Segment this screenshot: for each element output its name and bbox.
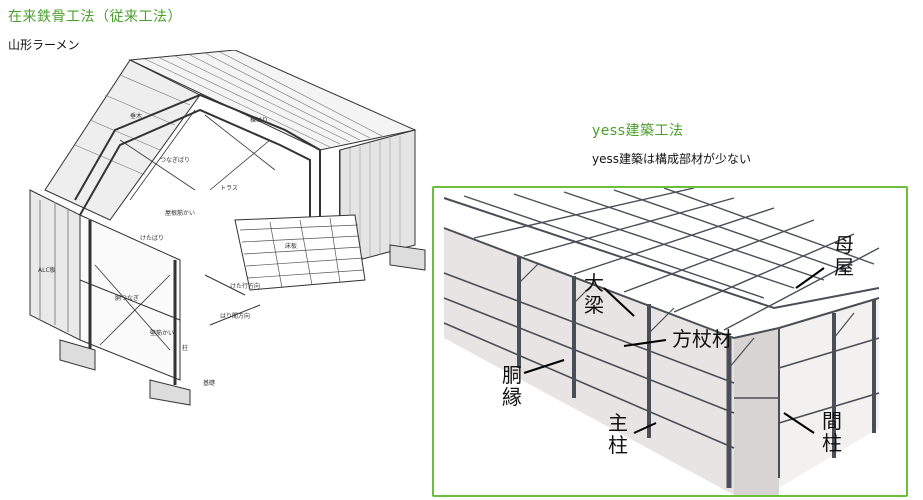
label-eave-beam: けたばり bbox=[140, 234, 164, 242]
label-purlin: 母屋 bbox=[834, 233, 854, 279]
left-title: 在来鉄骨工法（従来工法） bbox=[8, 9, 182, 25]
label-ridge-beam: 棟はり bbox=[250, 116, 268, 124]
label-tie: つなぎばり bbox=[160, 156, 190, 164]
right-subtitle: yess建築は構成部材が少ない bbox=[592, 152, 751, 166]
label-girth: 胴縁 bbox=[502, 363, 522, 409]
label-stud: 間柱 bbox=[822, 409, 842, 455]
left-subtitle: 山形ラーメン bbox=[8, 38, 80, 52]
label-floor: 床板 bbox=[285, 242, 297, 250]
conventional-frame-illustration: 垂木 棟はり つなぎばり ALC板 柱 基礎 胴つなぎ 壁筋かい トラス けたば… bbox=[29, 50, 426, 406]
yess-frame-illustration bbox=[443, 188, 880, 495]
right-title: yess建築工法 bbox=[592, 123, 684, 139]
label-foundation: 基礎 bbox=[203, 379, 215, 387]
label-truss: トラス bbox=[220, 185, 238, 192]
label-beam: 大梁 bbox=[584, 271, 604, 317]
label-purlin: 垂木 bbox=[130, 112, 142, 120]
label-roof-brace: 屋根筋かい bbox=[165, 209, 195, 217]
label-square-member: 方杖材 bbox=[672, 327, 732, 351]
label-column: 柱 bbox=[182, 344, 188, 352]
label-main-column: 主柱 bbox=[608, 411, 628, 457]
yess-frame-panel: 母屋 大梁 方杖材 胴縁 主柱 間柱 bbox=[432, 186, 908, 497]
label-direction1: けた行方向 bbox=[230, 282, 260, 290]
label-alc: ALC板 bbox=[38, 266, 56, 274]
label-girth: 胴つなぎ bbox=[115, 294, 139, 302]
label-side-brace: 壁筋かい bbox=[150, 329, 174, 337]
label-direction2: はり間方向 bbox=[220, 312, 250, 320]
